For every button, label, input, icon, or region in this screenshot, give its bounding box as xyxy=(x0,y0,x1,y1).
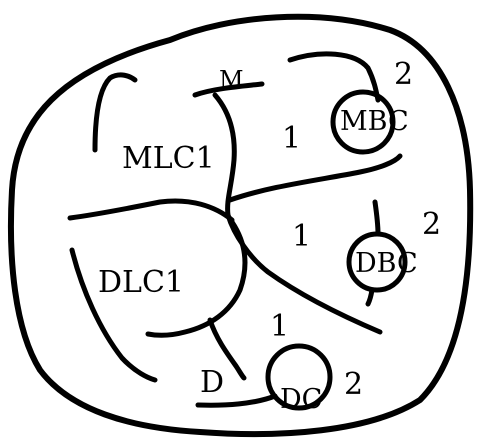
left-upper-boundary xyxy=(95,75,135,150)
label-mlc1: MLC1 xyxy=(122,141,215,176)
label-dlc1: DLC1 xyxy=(98,265,184,300)
label-dc-number: 2 xyxy=(344,367,363,402)
label-mbc-number: 2 xyxy=(394,57,413,92)
label-dlc-branch-number: 1 xyxy=(292,219,311,254)
label-mlc-branch-number: 1 xyxy=(282,121,301,156)
label-mbc: MBC xyxy=(340,106,409,137)
label-d: D xyxy=(200,365,224,400)
label-dc-branch-number: 1 xyxy=(270,309,289,344)
label-m: M xyxy=(219,66,244,94)
upper-right-branch xyxy=(230,156,400,200)
label-dc: DC xyxy=(280,384,322,415)
label-dbc: DBC xyxy=(355,248,418,279)
left-horizontal-branch xyxy=(70,201,232,220)
label-dbc-number: 2 xyxy=(422,207,441,242)
